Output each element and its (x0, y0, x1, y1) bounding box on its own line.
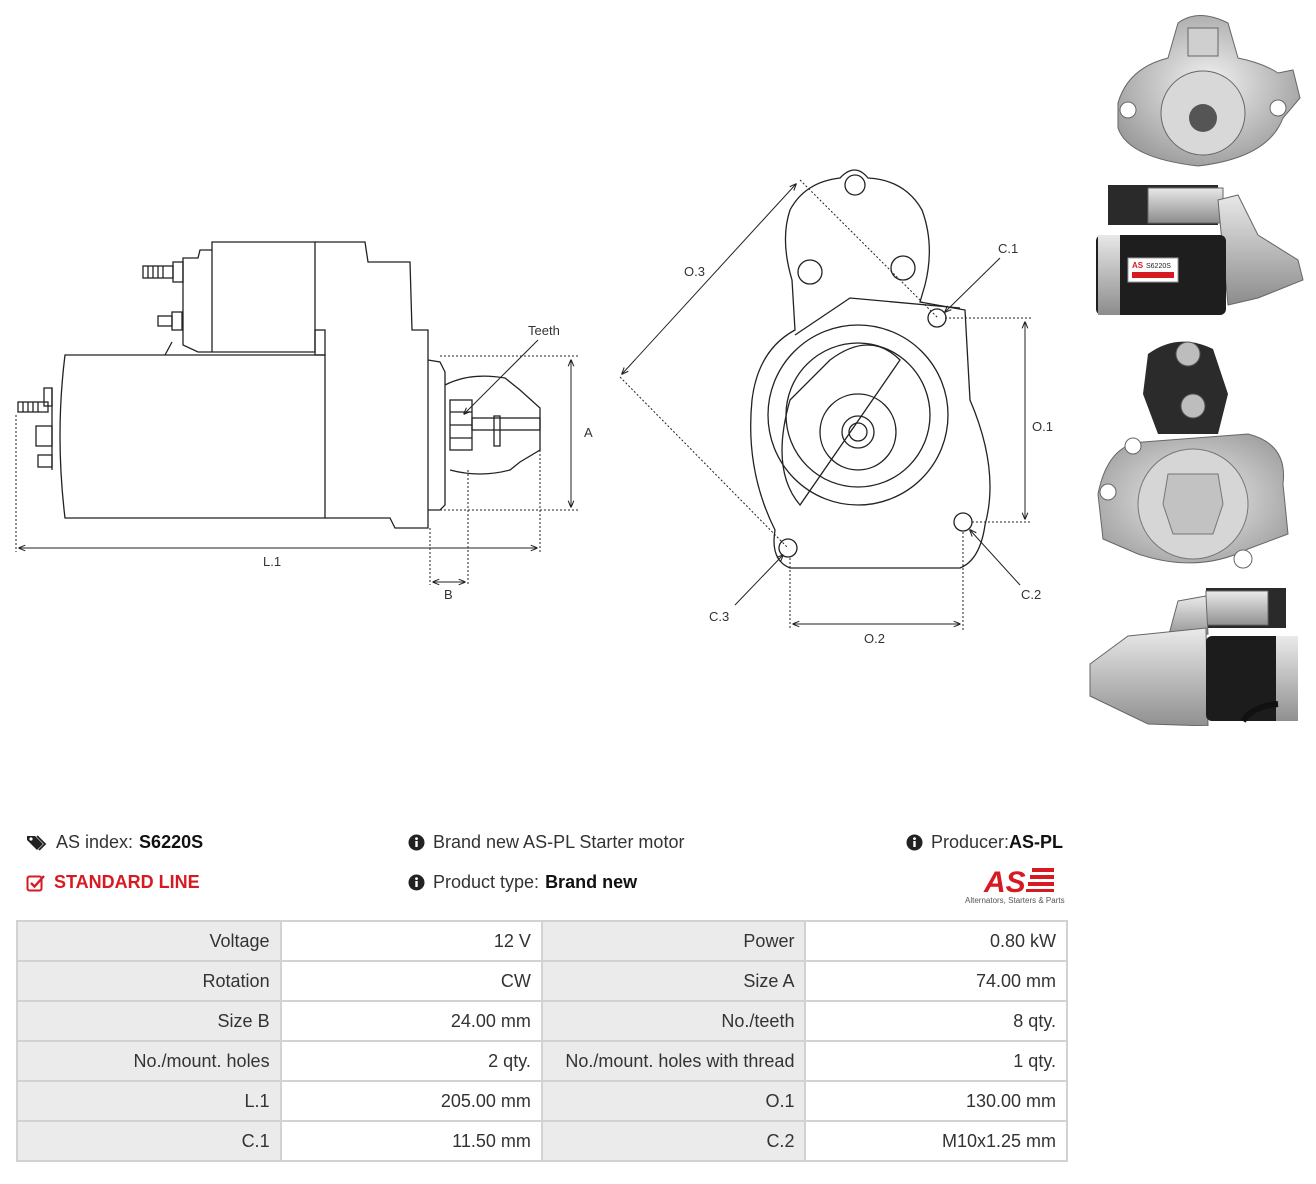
spec-value: 8 qty. (804, 1000, 1068, 1042)
spec-key: No./teeth (540, 1000, 807, 1042)
table-row: L.1 205.00 mm O.1 130.00 mm (16, 1080, 1068, 1122)
as-index-value: S6220S (139, 832, 204, 852)
technical-drawing: Teeth A L.1 B O.3 C.1 O.1 C.2 C.3 (15, 169, 1053, 646)
product-photo-front (1088, 8, 1308, 170)
label-a: A (584, 425, 593, 440)
spec-value: 11.50 mm (279, 1120, 543, 1162)
checkbox-checked-icon (26, 874, 45, 891)
product-type-label: Product type: (433, 872, 540, 892)
spec-value: 24.00 mm (279, 1000, 543, 1042)
logo-text: AS (983, 866, 1026, 899)
logo-tagline: Alternators, Starters & Parts (965, 896, 1065, 905)
info-icon (906, 834, 923, 851)
description-row: Brand new AS-PL Starter motor (408, 832, 684, 853)
spec-key: O.1 (540, 1080, 807, 1122)
producer-label: Producer: (931, 832, 1010, 852)
spec-value: 74.00 mm (804, 960, 1068, 1002)
spec-key: No./mount. holes (16, 1040, 282, 1082)
spec-value: M10x1.25 mm (804, 1120, 1068, 1162)
standard-line-row: STANDARD LINE (26, 872, 200, 893)
producer-value: AS-PL (1009, 832, 1064, 852)
product-type-row: Product type: Brand new (408, 872, 637, 893)
spec-value: 205.00 mm (279, 1080, 543, 1122)
table-row: Voltage 12 V Power 0.80 kW (16, 920, 1068, 962)
product-photo-side (1088, 586, 1308, 726)
table-row: No./mount. holes 2 qty. No./mount. holes… (16, 1040, 1068, 1082)
spec-key: L.1 (16, 1080, 282, 1122)
product-photo-rear (1088, 334, 1308, 580)
spec-key: Voltage (16, 920, 282, 962)
label-l1: L.1 (263, 554, 281, 569)
description-text: Brand new AS-PL Starter motor (433, 832, 685, 852)
spec-key: Rotation (16, 960, 282, 1002)
spec-value: 2 qty. (279, 1040, 543, 1082)
spec-key: C.2 (540, 1120, 807, 1162)
table-row: Rotation CW Size A 74.00 mm (16, 960, 1068, 1002)
spec-value: 130.00 mm (804, 1080, 1068, 1122)
spec-key: Size A (540, 960, 807, 1002)
spec-table: Voltage 12 V Power 0.80 kW Rotation CW S… (16, 920, 1068, 1162)
front-view (750, 169, 991, 569)
producer-row: Producer: AS-PL (906, 832, 1063, 853)
tags-icon (27, 834, 47, 851)
label-b: B (444, 587, 453, 602)
photo-label-code: S6220S (1146, 263, 1171, 270)
label-teeth: Teeth (528, 323, 560, 338)
standard-line-label: STANDARD LINE (54, 872, 200, 892)
spec-key: Power (540, 920, 807, 962)
spec-key: Size B (16, 1000, 282, 1042)
spec-key: No./mount. holes with thread (540, 1040, 807, 1082)
label-o3: O.3 (684, 264, 705, 279)
info-icon (408, 874, 425, 891)
spec-value: 0.80 kW (804, 920, 1068, 962)
label-c1: C.1 (998, 241, 1018, 256)
label-c2: C.2 (1021, 587, 1041, 602)
as-pl-logo: AS (983, 866, 1054, 899)
product-type-value: Brand new (545, 872, 638, 892)
side-view (17, 241, 541, 529)
spec-value: 1 qty. (804, 1040, 1068, 1082)
info-icon (408, 834, 425, 851)
spec-key: C.1 (16, 1120, 282, 1162)
table-row: Size B 24.00 mm No./teeth 8 qty. (16, 1000, 1068, 1042)
as-index-label: AS index: (56, 832, 134, 852)
label-o1: O.1 (1032, 419, 1053, 434)
spec-value: CW (279, 960, 543, 1002)
label-c3: C.3 (709, 609, 729, 624)
label-o2: O.2 (864, 631, 885, 646)
photo-label-brand: AS (1132, 261, 1144, 270)
product-photo-side-label: AS S6220S (1088, 180, 1308, 324)
spec-value: 12 V (279, 920, 543, 962)
as-index-row: AS index: S6220S (26, 832, 203, 853)
table-row: C.1 11.50 mm C.2 M10x1.25 mm (16, 1120, 1068, 1162)
